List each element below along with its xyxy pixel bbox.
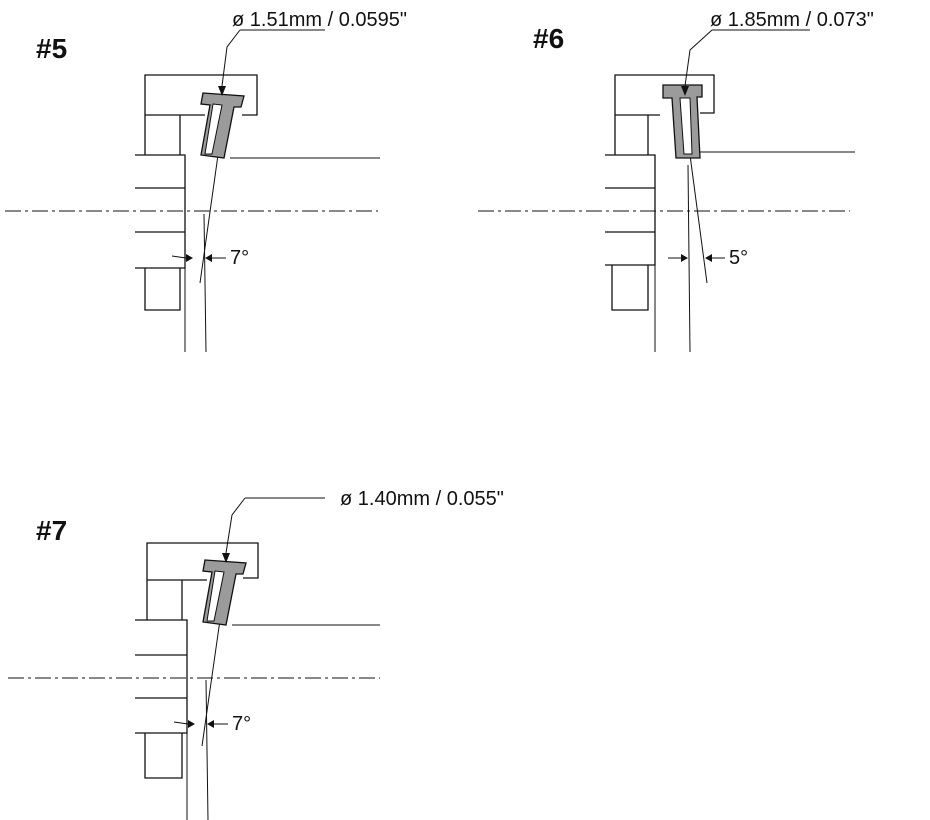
nozzle-bore bbox=[204, 103, 223, 155]
figure-number-label: #6 bbox=[533, 23, 564, 54]
nozzle-axis-line bbox=[689, 154, 708, 284]
figure-7: #7 ø 1.40mm / 0.055" 7° bbox=[8, 488, 504, 820]
leader-arrowhead bbox=[681, 86, 689, 96]
nozzle-bore bbox=[679, 97, 693, 155]
angle-arrowhead bbox=[705, 254, 712, 262]
angle-arrowhead bbox=[188, 720, 195, 728]
angle-label: 7° bbox=[230, 247, 249, 269]
angle-arrowhead bbox=[205, 254, 212, 262]
housing-outline bbox=[135, 74, 258, 311]
figure-5: #5 ø 1.51mm / 0.0595" 7° bbox=[5, 9, 407, 353]
angle-arrowhead bbox=[186, 254, 193, 262]
angle-arrowhead bbox=[681, 254, 688, 262]
figure-number-label: #7 bbox=[36, 515, 67, 546]
leader-line bbox=[221, 29, 241, 87]
angle-arrow bbox=[171, 255, 187, 259]
leader-arrowhead bbox=[222, 553, 230, 563]
angle-arrow bbox=[173, 721, 189, 725]
housing-outline bbox=[605, 74, 715, 311]
angle-arrowhead bbox=[207, 720, 214, 728]
vertical-extension-line bbox=[687, 164, 691, 353]
figure-number-label: #5 bbox=[36, 33, 67, 64]
leader-line bbox=[684, 29, 713, 87]
nozzle-axis-line bbox=[199, 154, 219, 284]
vertical-extension-line bbox=[205, 679, 209, 820]
nozzle-axis-line bbox=[201, 619, 221, 747]
diameter-label: ø 1.85mm / 0.073" bbox=[710, 9, 874, 31]
diameter-label: ø 1.51mm / 0.0595" bbox=[232, 9, 407, 31]
leader-arrowhead bbox=[218, 86, 226, 96]
angle-label: 7° bbox=[232, 713, 251, 735]
vertical-extension-line bbox=[203, 213, 207, 353]
figure-6: #6 ø 1.85mm / 0.073" 5° bbox=[478, 9, 874, 353]
leader-line bbox=[225, 497, 246, 554]
housing-outline bbox=[135, 542, 259, 779]
angle-label: 5° bbox=[729, 247, 748, 269]
diameter-label: ø 1.40mm / 0.055" bbox=[340, 488, 504, 510]
nozzle-bore bbox=[206, 570, 225, 622]
